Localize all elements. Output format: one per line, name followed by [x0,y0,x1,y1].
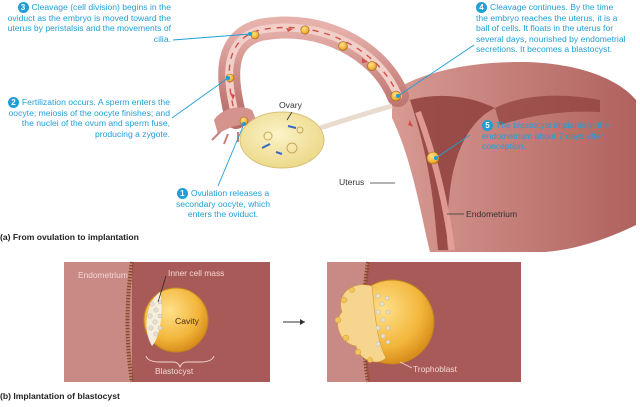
endometrium-layer [415,110,455,251]
cavity-label: Cavity [175,316,199,326]
endometrium-label: Endometrium [466,209,518,219]
step-number-badge: 5 [482,120,493,131]
endometrium-label-b: Endometrium [78,270,128,280]
leader-lines [171,31,475,187]
uterus-label: Uterus [339,177,365,187]
callout-text: Cleavage (cell division) begins in the o… [7,2,171,44]
panel-b-left [64,261,270,383]
panel-b-right [327,261,521,383]
transition-arrow [283,319,305,325]
step-number-badge: 4 [476,2,487,13]
ovarian-ligament [319,103,393,131]
ovary-label: Ovary [279,100,302,110]
callout-text: Cleavage continues. By the time the embr… [476,2,626,55]
caption-a: (a) From ovulation to implantation [0,232,139,242]
inner-cell-mass-label: Inner cell mass [168,268,225,278]
callout-text: The blastocyst implants in the endometri… [482,120,610,152]
step-number-badge: 3 [17,2,29,13]
blastocyst-label: Blastocyst [155,366,194,376]
label-lines [286,111,464,215]
callout-text: Fertilization occurs. A sperm enters the… [8,97,170,139]
step-number-badge: 1 [176,188,188,199]
step-number-badge: 2 [7,97,19,108]
movement-arrows [230,28,413,127]
ovary [239,111,325,169]
callout-text: Ovulation releases a secondary oocyte, w… [175,188,271,220]
trophoblast-label: Trophoblast [413,364,457,374]
uterus [392,62,636,252]
caption-b: (b) Implantation of blastocyst [0,391,120,401]
